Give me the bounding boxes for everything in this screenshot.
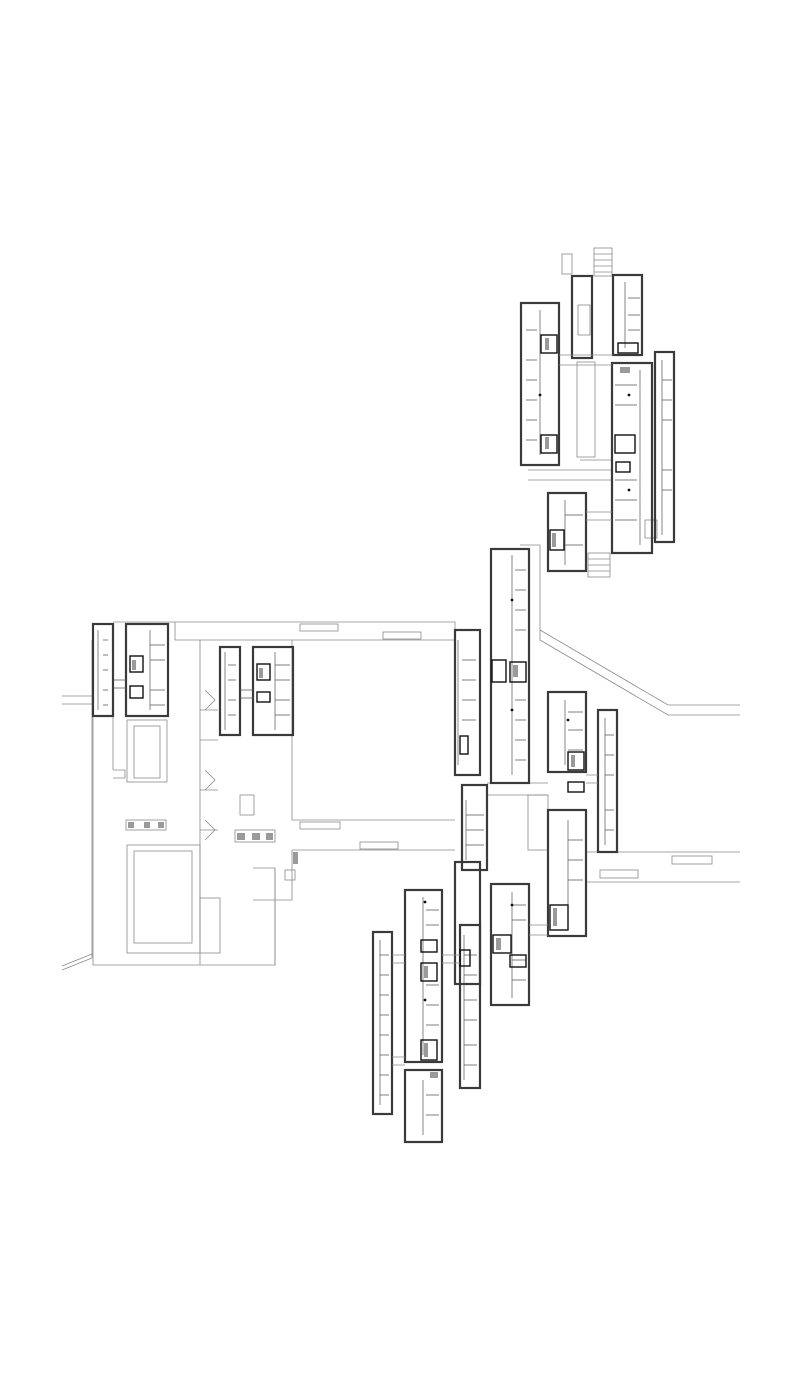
site-lines (61, 247, 740, 971)
top-right-cluster (519, 273, 676, 573)
bottom-left-cluster (371, 888, 460, 1144)
middle-right-cluster (489, 690, 619, 1007)
left-complex (91, 622, 298, 881)
central-spine (453, 547, 531, 1090)
top-stairs (561, 247, 658, 578)
